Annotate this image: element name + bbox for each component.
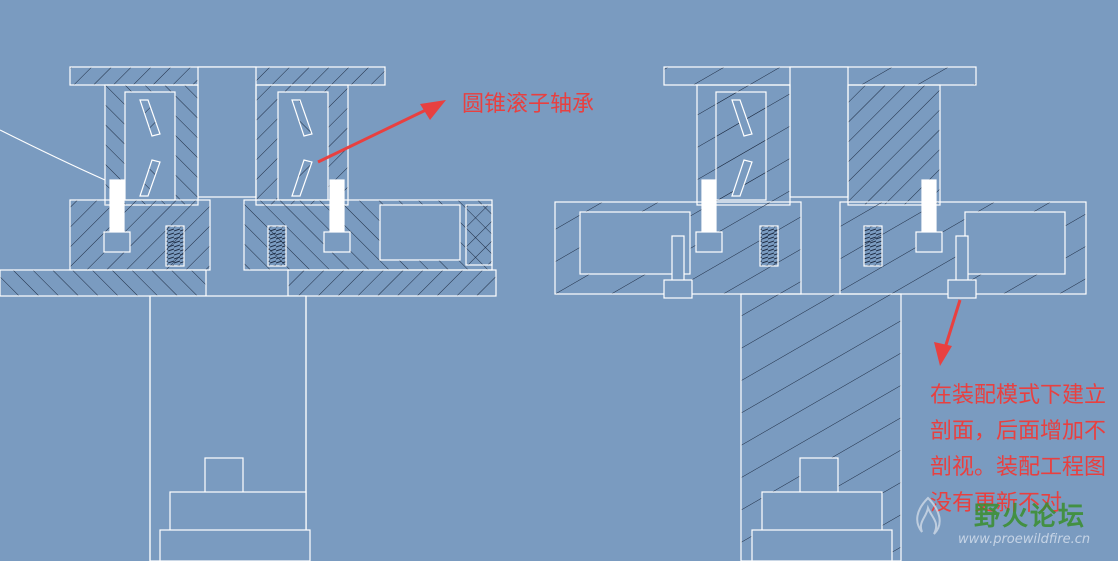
bearing-arrow-head xyxy=(420,100,446,120)
lower-fitting-right xyxy=(751,457,893,561)
bearing-rollers-right xyxy=(731,99,753,197)
right-assembly-view xyxy=(554,66,1087,561)
left-assembly-view xyxy=(0,66,497,561)
bearing-arrow xyxy=(317,106,431,164)
arc-line xyxy=(0,129,106,181)
watermark-url: www.proewildfire.cn xyxy=(958,532,1091,547)
forum-watermark: 野火论坛 www.proewildfire.cn xyxy=(906,492,1106,552)
flame-logo-icon xyxy=(916,496,941,535)
lower-fitting-left xyxy=(159,457,311,561)
section-arrow-head xyxy=(934,342,952,366)
section-note-annotation: 在装配模式下建立剖面，后面增加不剖视。装配工程图没有更新不对 xyxy=(930,383,1107,516)
section-arrow xyxy=(943,299,962,349)
bolts-right xyxy=(663,179,977,299)
bolts-left xyxy=(103,179,351,267)
watermark-title: 野火论坛 xyxy=(974,502,1087,532)
bearing-rollers-left xyxy=(139,99,313,197)
bearing-annotation-label: 圆锥滚子轴承 xyxy=(462,92,595,117)
annotation-arrows xyxy=(317,100,962,366)
